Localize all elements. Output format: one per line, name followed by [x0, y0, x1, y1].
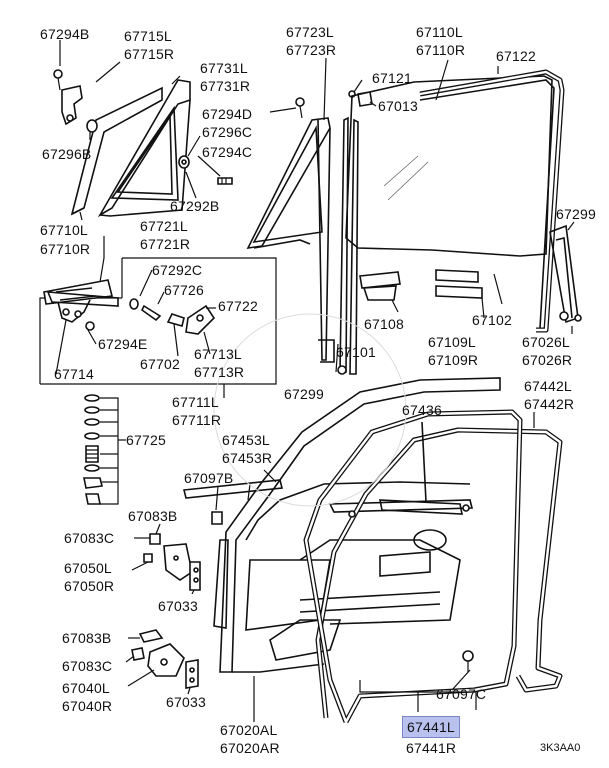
label-67299-lower: 67299 [284, 386, 324, 402]
label-67020AR: 67020AR [220, 740, 280, 756]
label-67714: 67714 [54, 366, 94, 382]
label-67731L: 67731L [200, 60, 248, 76]
hardware-67725 [83, 394, 126, 505]
label-67711L: 67711L [172, 394, 219, 410]
motor-parts-67726 [129, 298, 216, 335]
label-67441R: 67441R [406, 740, 457, 756]
label-67108: 67108 [364, 316, 404, 332]
label-67013: 67013 [378, 98, 418, 114]
bracket-67715 [53, 69, 98, 133]
label-67292B: 67292B [170, 198, 220, 214]
regulator-67711 [39, 236, 277, 385]
label-67102: 67102 [472, 312, 512, 328]
label-67725: 67725 [126, 432, 166, 448]
label-67294D: 67294D [202, 106, 253, 122]
label-67723R: 67723R [286, 42, 337, 58]
label-67442L: 67442L [524, 378, 572, 394]
label-67097C: 67097C [436, 686, 487, 702]
label-67726: 67726 [164, 282, 204, 298]
label-67083B-lower: 67083B [62, 630, 112, 646]
label-67453L: 67453L [222, 432, 270, 448]
diagram-code: 3K3AA0 [540, 742, 581, 754]
weatherstrip-67442 [315, 427, 563, 719]
label-67711R: 67711R [172, 412, 222, 428]
label-67020AL: 67020AL [220, 722, 278, 738]
label-67721R: 67721R [140, 236, 191, 252]
label-67110L: 67110L [416, 24, 463, 40]
label-67040R: 67040R [62, 698, 113, 714]
holder-67109 [435, 269, 485, 319]
label-67292C: 67292C [152, 262, 203, 278]
label-67109L: 67109L [428, 334, 476, 350]
weatherstrip-67441 [303, 409, 523, 724]
label-67294C: 67294C [202, 144, 253, 160]
label-67441L-highlighted[interactable]: 67441L [402, 716, 460, 738]
label-67083B: 67083B [128, 508, 178, 524]
label-67710L: 67710L [40, 222, 88, 238]
label-67109R: 67109R [428, 352, 479, 368]
holder-67108 [359, 271, 401, 313]
label-67715L: 67715L [124, 28, 172, 44]
door-shell-67020A [213, 377, 501, 673]
hinge-lower-67040 [131, 629, 199, 689]
glass-channel-67122 [419, 69, 565, 333]
label-67033-lower: 67033 [166, 694, 206, 710]
label-67097B: 67097B [184, 470, 234, 486]
label-67442R: 67442R [524, 396, 575, 412]
label-67713R: 67713R [194, 364, 245, 380]
hinge-upper-67050 [143, 533, 201, 591]
label-67026L: 67026L [522, 334, 570, 350]
division-bar-67723 [246, 117, 335, 363]
label-67710R: 67710R [40, 241, 91, 257]
label-67296C: 67296C [202, 124, 253, 140]
label-67101: 67101 [336, 344, 376, 360]
label-67083C-lower: 67083C [62, 658, 113, 674]
washer-67296C [178, 155, 190, 169]
label-67050R: 67050R [64, 578, 115, 594]
clip-67097B [211, 485, 223, 525]
label-67731R: 67731R [200, 78, 251, 94]
grommet-67097C [462, 650, 474, 672]
label-67122: 67122 [496, 48, 536, 64]
label-67453R: 67453R [222, 450, 273, 466]
label-67299: 67299 [556, 206, 596, 222]
label-67294B: 67294B [40, 26, 90, 42]
quarter-frame-67731 [97, 79, 191, 218]
holder-67102 [493, 273, 503, 305]
label-67026R: 67026R [522, 352, 573, 368]
label-67702: 67702 [140, 356, 180, 372]
screw-67294C [217, 177, 233, 185]
label-67296B: 67296B [42, 146, 92, 162]
screw-67294D [295, 97, 305, 119]
label-67040L: 67040L [62, 680, 110, 696]
channel-67436 [348, 421, 470, 518]
label-67294E: 67294E [98, 336, 148, 352]
quarter-glass-67710 [70, 86, 163, 216]
label-67436: 67436 [402, 402, 442, 418]
screw-67299-lower [337, 365, 347, 375]
label-67722: 67722 [218, 298, 258, 314]
label-67110R: 67110R [416, 42, 466, 58]
label-67715R: 67715R [124, 46, 175, 62]
label-67083C: 67083C [64, 530, 115, 546]
label-67713L: 67713L [194, 346, 242, 362]
label-67033-upper: 67033 [158, 598, 198, 614]
label-67121: 67121 [372, 70, 412, 86]
label-67050L: 67050L [64, 560, 112, 576]
lower-sash-67026 [549, 224, 582, 334]
label-67721L: 67721L [140, 218, 188, 234]
door-glass-67110 [345, 75, 553, 257]
label-67723L: 67723L [286, 24, 334, 40]
